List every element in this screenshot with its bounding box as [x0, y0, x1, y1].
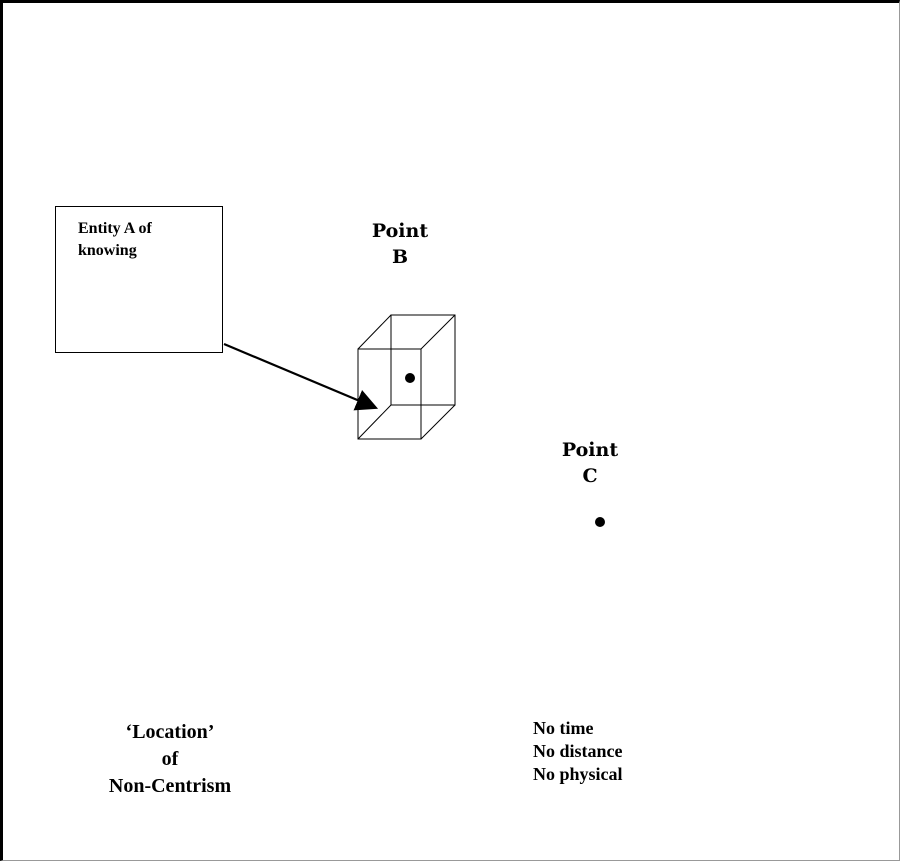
entity-label-line2: knowing: [78, 242, 137, 259]
point-b-label-line1: Point: [371, 220, 429, 242]
wireframe-box: [357, 314, 456, 440]
cube-edge-top-left: [357, 314, 392, 350]
property-no-distance: No distance: [533, 741, 623, 761]
entity-label-line1: Entity A of: [78, 220, 152, 237]
arrow-entity-to-point-b: [223, 342, 379, 411]
point-b-dot: [405, 373, 415, 383]
properties-list: No time No distance No physical: [533, 717, 733, 786]
point-c-label-line2: C: [582, 465, 598, 487]
entity-a-box: Entity A of knowing: [55, 206, 223, 353]
cube-edge-bottom-left: [357, 404, 392, 440]
cube-edge-top-right: [420, 314, 456, 350]
cube-front-face: [357, 348, 422, 440]
location-label-line1: ‘Location’: [125, 721, 215, 743]
point-b-label-line2: B: [391, 246, 409, 268]
property-no-time: No time: [533, 718, 594, 738]
cube-back-face: [390, 314, 456, 406]
point-c-label: Point C: [550, 437, 630, 489]
property-no-physical: No physical: [533, 764, 623, 784]
point-c-dot: [595, 517, 605, 527]
location-label: ‘Location’ of Non-Centrism: [60, 719, 280, 800]
location-label-line2: of: [161, 748, 179, 770]
point-b-label: Point B: [360, 218, 440, 270]
point-c-label-line1: Point: [561, 439, 619, 461]
location-label-line3: Non-Centrism: [108, 775, 232, 797]
entity-a-label: Entity A of knowing: [78, 218, 218, 262]
cube-edge-bottom-right: [420, 404, 456, 440]
